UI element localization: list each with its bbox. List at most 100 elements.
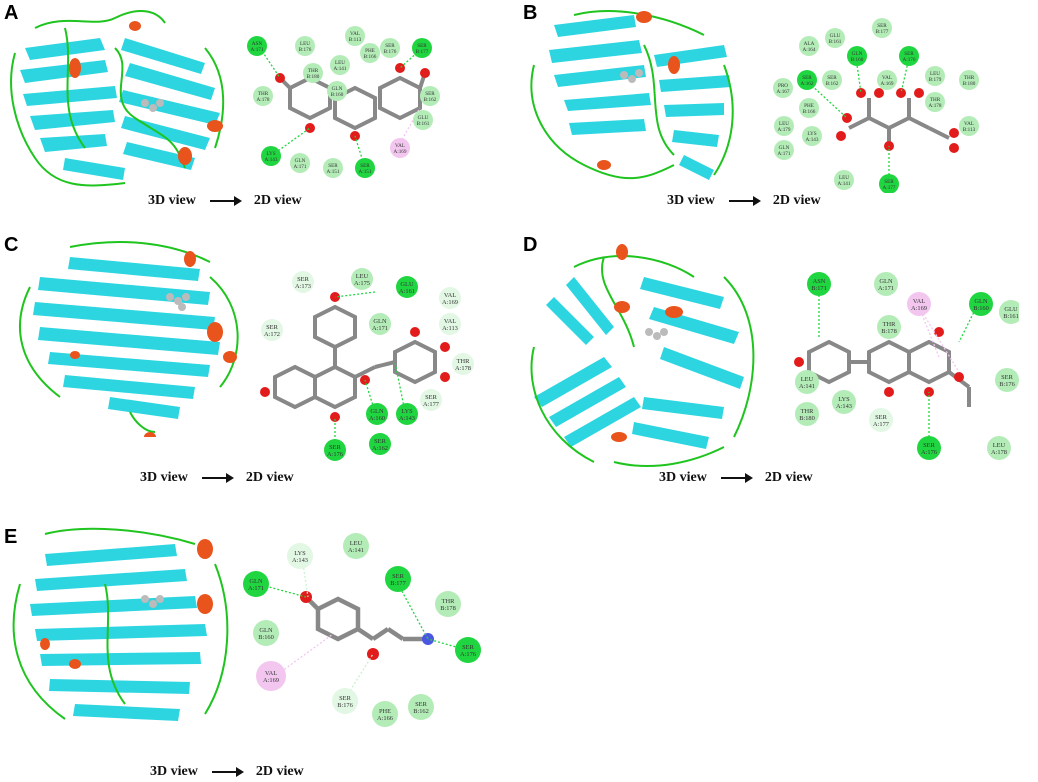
svg-text:PHE: PHE (804, 103, 814, 109)
svg-text:A:178: A:178 (929, 103, 942, 109)
caption-2d: 2D view (255, 764, 304, 779)
caption-3d: 3D view (140, 470, 188, 485)
caption-2d: 2D view (245, 470, 294, 485)
svg-text:GLN: GLN (974, 298, 988, 305)
svg-text:B:162: B:162 (826, 81, 839, 87)
svg-text:A:176: A:176 (327, 451, 343, 458)
svg-text:A:113: A:113 (442, 325, 458, 332)
svg-text:A:176: A:176 (460, 651, 476, 658)
svg-text:THR: THR (258, 91, 269, 97)
svg-text:ASN: ASN (252, 41, 263, 47)
svg-text:A:171: A:171 (294, 164, 307, 170)
svg-text:THR: THR (308, 68, 319, 74)
svg-text:SER: SER (462, 644, 474, 651)
svg-text:SER: SER (328, 163, 338, 169)
caption-2d: 2D view (772, 193, 821, 208)
svg-text:B:161: B:161 (1003, 313, 1019, 320)
svg-text:A:141: A:141 (348, 547, 364, 554)
svg-text:GLN: GLN (373, 318, 387, 325)
svg-text:A:177: A:177 (873, 421, 890, 428)
arrow-right-icon (728, 195, 761, 206)
svg-text:B:166: B:166 (803, 109, 816, 115)
view-caption: 3D view 2D view (140, 470, 294, 486)
protein-3d-view (530, 10, 734, 180)
svg-text:A:179: A:179 (778, 127, 791, 133)
svg-text:B:162: B:162 (413, 708, 429, 715)
svg-text:ASN: ASN (813, 278, 826, 285)
svg-text:B:113: B:113 (963, 127, 976, 133)
svg-text:B:162: B:162 (424, 97, 437, 103)
svg-text:SER: SER (339, 695, 351, 702)
svg-text:VAL: VAL (265, 670, 277, 677)
svg-text:SER: SER (802, 75, 812, 81)
svg-text:A:162: A:162 (372, 445, 388, 452)
svg-text:LYS: LYS (294, 550, 306, 557)
svg-text:SER: SER (1001, 374, 1013, 381)
svg-text:B:176: B:176 (384, 49, 397, 55)
svg-text:A:171: A:171 (251, 47, 264, 53)
svg-text:GLU: GLU (418, 115, 429, 121)
svg-text:B:160: B:160 (851, 57, 864, 63)
svg-text:SER: SER (266, 324, 278, 331)
svg-text:SER: SER (385, 43, 395, 49)
svg-text:THR: THR (442, 598, 456, 605)
ligand-structure (794, 327, 971, 407)
svg-text:B:180: B:180 (963, 81, 976, 87)
svg-text:A:171: A:171 (778, 151, 791, 157)
svg-text:A:161: A:161 (399, 288, 415, 295)
svg-text:B:176: B:176 (337, 702, 353, 709)
protein-3d-view (10, 10, 225, 187)
svg-text:VAL: VAL (913, 298, 925, 305)
svg-text:LEU: LEU (300, 41, 310, 47)
panel-label: E (4, 526, 18, 548)
svg-text:B:177: B:177 (390, 580, 406, 587)
svg-text:A:171: A:171 (248, 585, 264, 592)
svg-text:A:178: A:178 (991, 449, 1007, 456)
panel-label: C (4, 234, 19, 256)
panel-a: A (0, 0, 519, 240)
svg-text:PHE: PHE (365, 48, 375, 54)
svg-text:B:178: B:178 (440, 605, 456, 612)
svg-text:A:176: A:176 (921, 449, 937, 456)
svg-text:SER: SER (884, 179, 894, 185)
svg-text:A:151: A:151 (359, 169, 372, 175)
svg-text:A:143: A:143 (836, 403, 852, 410)
svg-text:VAL: VAL (395, 143, 405, 149)
svg-text:THR: THR (930, 97, 941, 103)
svg-text:SER: SER (425, 91, 435, 97)
svg-text:SER: SER (374, 438, 386, 445)
svg-text:A:141: A:141 (838, 181, 851, 187)
svg-text:LEU: LEU (779, 121, 789, 127)
